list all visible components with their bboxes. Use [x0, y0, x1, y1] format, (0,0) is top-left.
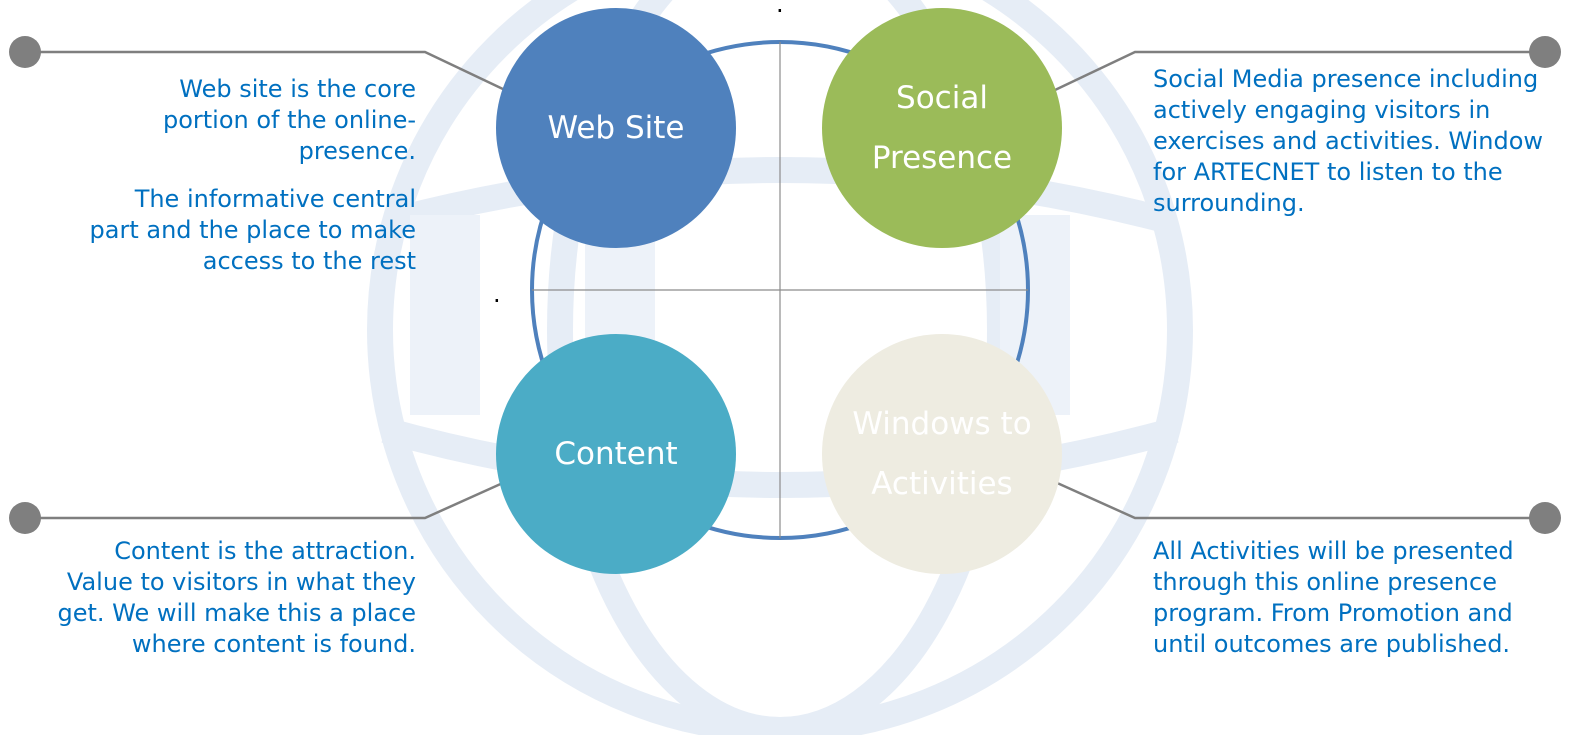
content-label: Content	[554, 436, 678, 472]
content-description-text: Content is the attraction. Value to visi…	[57, 537, 417, 658]
connector-social-presence	[1054, 50, 1545, 92]
content-description: Content is the attraction. Value to visi…	[56, 536, 417, 660]
windows-to-activities-description-text: All Activities will be presented through…	[1153, 537, 1514, 658]
social-presence-label-line-1: Social	[896, 80, 988, 116]
web-site-description: Web site is the core portion of the onli…	[86, 74, 416, 277]
endpoint-dot-bottom-right	[1529, 502, 1561, 534]
endpoint-dot-top-left	[9, 36, 41, 68]
endpoint-dot-bottom-left	[9, 502, 41, 534]
connector-web-site	[25, 50, 506, 92]
web-site-circle: Web Site	[496, 8, 736, 248]
social-presence-description-text: Social Media presence including actively…	[1153, 65, 1544, 217]
content-circle: Content	[496, 334, 736, 574]
endpoint-dot-top-right	[1529, 36, 1561, 68]
web-site-label: Web Site	[547, 110, 685, 146]
social-presence-description: Social Media presence including actively…	[1153, 64, 1553, 219]
windows-to-activities-circle: Windows to Activities	[822, 334, 1062, 574]
connector-windows-to-activities	[1054, 480, 1545, 520]
social-presence-label-line-2: Presence	[871, 140, 1013, 176]
connector-content	[25, 480, 506, 520]
social-presence-circle: Social Presence	[822, 8, 1062, 248]
web-site-description-paragraph-2: The informative central part and the pla…	[89, 185, 416, 275]
dot-mark-left: .	[493, 280, 501, 308]
web-site-description-paragraph-1: Web site is the core portion of the onli…	[162, 75, 416, 165]
windows-to-activities-label-line-1: Windows to	[852, 406, 1032, 442]
dot-mark-top: .	[776, 0, 784, 18]
windows-to-activities-label-line-2: Activities	[871, 466, 1013, 502]
windows-to-activities-description: All Activities will be presented through…	[1153, 536, 1553, 660]
